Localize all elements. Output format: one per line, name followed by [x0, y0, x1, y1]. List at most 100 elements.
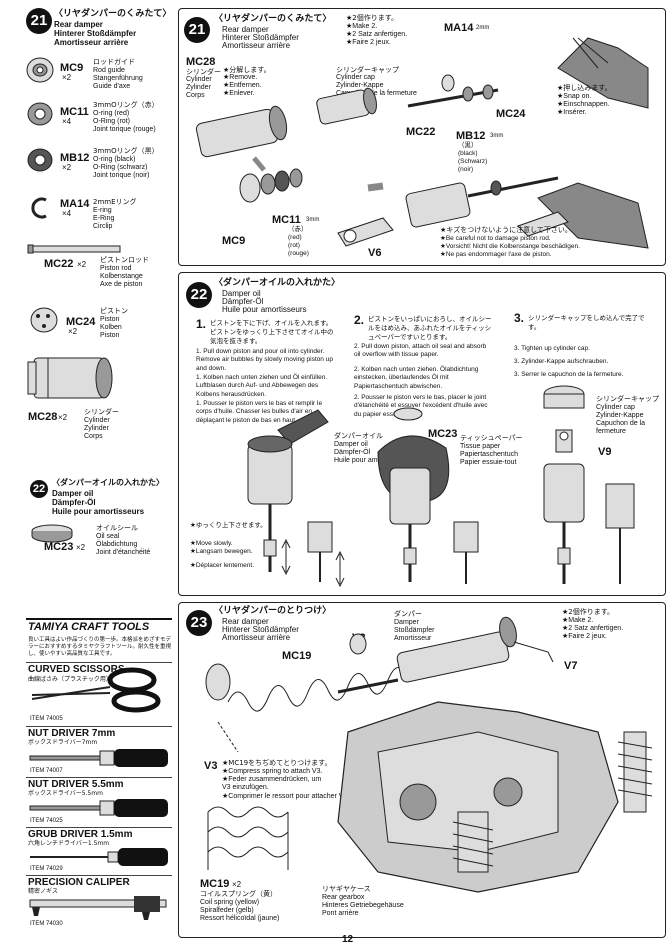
s23-gearbox-fr: Pont arrière	[322, 910, 359, 917]
s21-mc11-jp: （赤）	[288, 225, 308, 233]
part-qty-mc11: ×4	[62, 117, 72, 126]
tool-name-grub-driver: GRUB DRIVER 1.5mm	[28, 829, 133, 840]
step-21-illustration	[195, 37, 649, 249]
step-22-title-en-left: Damper oil	[52, 489, 94, 498]
part-en-ma14: E-ring	[93, 207, 112, 214]
s22-mc23-label: MC23	[428, 428, 458, 440]
step-22-title-de-left: Dämpfer-Öl	[52, 498, 96, 507]
tool-jp-nut-driver-55: ボックスドライバー5.5mm	[28, 790, 103, 797]
s23-v7-shape	[513, 641, 554, 663]
tool-item-caliper: ITEM 74030	[30, 921, 63, 927]
s21-mc11-size: 3mm	[306, 217, 320, 223]
s21-mb12-label: MB12	[456, 130, 486, 142]
s22-tissue-en: Tissue paper	[460, 443, 501, 450]
s21-mc28-label: MC28	[186, 56, 216, 68]
tools-divider	[26, 875, 172, 876]
s22-col2-en: 2. Pull down piston, attach oil seal and…	[354, 343, 487, 359]
s23-v2-shape	[349, 633, 367, 655]
s21-remove-jp: ★分解します。	[223, 66, 271, 74]
part-jp-mb12: 3mmOリング（黒）	[93, 147, 159, 155]
s22-slowly-en: ★Move slowly.	[190, 540, 233, 547]
page-number: 12	[342, 934, 354, 945]
s22-col3-num: 3.	[514, 311, 525, 325]
piston-icon	[30, 307, 58, 333]
tool-jp-scissors: 曲線ばさみ（プラスチック用）	[28, 676, 112, 683]
s21-arrow-right	[367, 182, 384, 192]
tool-name-scissors: CURVED SCISSORS	[28, 664, 125, 675]
s23-compress-en: ★Compress spring to attach V3.	[222, 768, 323, 775]
s22-detail-box-1	[307, 521, 333, 553]
s22-cap-jp: シリンダーキャップ	[596, 395, 659, 403]
part-en-mb12: O-ring (black)	[93, 156, 136, 163]
s22-col2-jp: ピストンをいっぱいにおろし、オイルシールをはめ込み、あふれたオイルをティッシュペ…	[368, 315, 492, 341]
s23-mounted-damper-left	[452, 811, 494, 873]
step-23-title-fr: Amortisseur arrière	[222, 633, 291, 642]
s23-spring-detail	[207, 806, 289, 870]
o-ring-black-icon	[27, 148, 53, 172]
s22-oil-de: Dämpfer-Öl	[334, 449, 371, 456]
s22-cylinder-col1	[247, 443, 293, 505]
s21-ma14-e-ring	[441, 74, 455, 92]
s21-mc11-fr: (rouge)	[288, 250, 309, 257]
s21-mb12-en: (black)	[458, 150, 478, 157]
part-code-mc23: MC23	[44, 541, 74, 553]
s23-make2-de: ★2 Satz anfertigen.	[562, 625, 624, 632]
step-21-title-jp-left: 〈リヤダンパーのくみたて〉	[54, 9, 172, 19]
s22-tissue-de: Papiertaschentuch	[460, 451, 518, 458]
part-code-mc9: MC9	[60, 62, 84, 74]
tools-divider	[26, 662, 172, 663]
step-21-title-fr-left: Amortisseur arrière	[54, 38, 129, 47]
s23-spring-de: Spiralfeder (gelb)	[200, 907, 254, 914]
s23-gearbox-de: Hinteres Getriebegehäuse	[322, 902, 404, 909]
s21-mc28-de: Zylinder	[186, 84, 211, 91]
grub-driver-icon	[30, 848, 168, 866]
step-22-illustration	[247, 385, 635, 588]
s21-make2-en: ★Make 2.	[346, 23, 378, 30]
step-21-title-de-left: Hinterer Stoßdämpfer	[54, 29, 137, 38]
tool-item-nut-driver-7: ITEM 74007	[30, 768, 63, 774]
s21-cap-en: Cylinder cap	[336, 74, 375, 81]
part-en-mc24: Piston	[100, 316, 120, 323]
tool-item-nut-driver-55: ITEM 74025	[30, 818, 63, 824]
part-jp-mc23: オイルシール	[96, 524, 138, 532]
step-22-badge-left: 22	[30, 480, 48, 498]
part-qty-mc28: ×2	[58, 413, 68, 422]
s22-col3-fr: 3. Serrer le capuchon de la fermeture.	[514, 371, 624, 378]
tool-name-nut-driver-55: NUT DRIVER 5.5mm	[28, 779, 124, 790]
s23-make2-jp: ★2個作ります。	[562, 608, 615, 616]
s23-gearbox-en: Rear gearbox	[322, 894, 365, 901]
s22-col2-de: 2. Kolben nach unten ziehen. Ölabdichtun…	[354, 366, 479, 390]
part-fr-ma14: Circlip	[93, 223, 113, 230]
part-code-mc22: MC22	[44, 258, 74, 270]
s21-cylinder-shape	[195, 105, 288, 158]
s21-mb12-size: 3mm	[490, 133, 504, 139]
s21-mc11-label: MC11	[272, 214, 301, 226]
tool-name-caliper: PRECISION CALIPER	[28, 877, 130, 888]
s23-v7-label: V7	[564, 660, 578, 672]
part-de-mc11: O-Ring (rot)	[93, 118, 130, 125]
step-23-title-en: Rear damper	[222, 617, 269, 626]
s22-detail-box-3	[605, 483, 635, 529]
s21-hand-lower	[537, 182, 649, 249]
s22-cap-en: Cylinder cap	[596, 404, 635, 411]
s21-cylinder-assembly	[405, 182, 471, 228]
s21-snap-en: ★Snap on.	[557, 93, 592, 100]
part-fr-mb12: Joint torique (noir)	[93, 172, 150, 179]
s22-oil-seal-shape	[393, 407, 423, 421]
part-jp-ma14: 2mmEリング	[93, 198, 137, 206]
part-qty-mc23: ×2	[76, 543, 86, 552]
part-fr-mc9: Guide d'axe	[93, 83, 131, 90]
nut-driver-5-5mm-icon	[29, 799, 168, 817]
part-en-mc28: Cylinder	[84, 417, 110, 424]
s21-cap-de: Zylinder-Kappe	[336, 82, 384, 89]
s21-mc22-label: MC22	[406, 126, 436, 138]
s21-snap-de: ★Einschnappen.	[557, 101, 610, 108]
part-jp-mc22: ピストンロッド	[100, 256, 149, 264]
step-23-badge: 23	[186, 610, 212, 636]
s23-make2-en: ★Make 2.	[562, 617, 594, 624]
s22-col3-jp: シリンダーキャップをしめ込んで完了です。	[528, 314, 645, 331]
s21-remove-fr: ★Enlever.	[223, 90, 255, 97]
s21-mb12-jp: （黒）	[458, 141, 478, 149]
part-jp-mc9: ロッドガイド	[93, 58, 135, 66]
step-21-badge-left: 21	[26, 8, 52, 34]
